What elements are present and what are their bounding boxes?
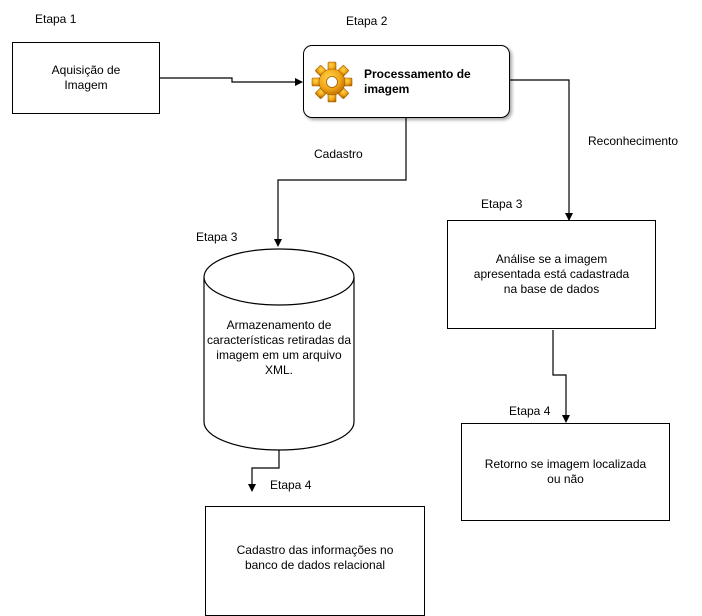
edge-analysis-result (552, 330, 570, 423)
result-line-2: ou não (547, 472, 584, 486)
registry-line-2: banco de dados relacional (244, 558, 386, 572)
analysis-line-2: apresentada está cadastrada (473, 267, 630, 281)
acquisition-node[interactable]: Aquisição de Imagem (12, 42, 160, 114)
registry-node[interactable]: Cadastro das informações no banco de dad… (205, 506, 425, 616)
stage-4-left-label: Etapa 4 (270, 478, 312, 492)
processing-node[interactable]: Processamento de imagem (303, 45, 510, 118)
processing-line-2: imagem (364, 81, 410, 96)
edge-label-reconhecimento: Reconhecimento (588, 134, 679, 148)
registry-line-1: Cadastro das informações no (236, 543, 394, 557)
stage-2-label: Etapa 2 (346, 14, 388, 28)
stage-3-right-label: Etapa 3 (481, 197, 523, 211)
storage-line-4: em um arquivo XML. (262, 348, 342, 377)
edge-acquisition-processing (160, 77, 303, 86)
processing-line-1: Processamento de (364, 66, 471, 81)
edge-processing-storage (274, 118, 407, 247)
storage-node-text: Armazenamento de características retirad… (205, 318, 353, 378)
stage-4-right-label: Etapa 4 (509, 404, 551, 418)
result-node[interactable]: Retorno se imagem localizada ou não (461, 423, 670, 521)
analysis-node[interactable]: Análise se a imagem apresentada está cad… (447, 220, 656, 329)
edge-processing-analysis (510, 79, 573, 221)
stage-3-left-label: Etapa 3 (196, 230, 238, 244)
acquisition-line-1: Aquisição de (51, 63, 121, 77)
result-line-1: Retorno se imagem localizada (484, 457, 647, 471)
edge-storage-registry (248, 450, 280, 492)
storage-line-2: de características (206, 318, 332, 347)
gear-icon (311, 61, 353, 102)
storage-line-3: retiradas da imagem (216, 333, 352, 362)
storage-cylinder (203, 248, 355, 451)
connector-layer (160, 77, 573, 492)
storage-line-1: Armazenamento (226, 318, 315, 332)
analysis-line-1: Análise se a imagem (495, 252, 608, 266)
stage-1-label: Etapa 1 (35, 12, 77, 26)
analysis-line-3: na base de dados (503, 282, 600, 296)
edge-label-cadastro: Cadastro (314, 147, 363, 161)
acquisition-line-2: Imagem (64, 78, 108, 92)
